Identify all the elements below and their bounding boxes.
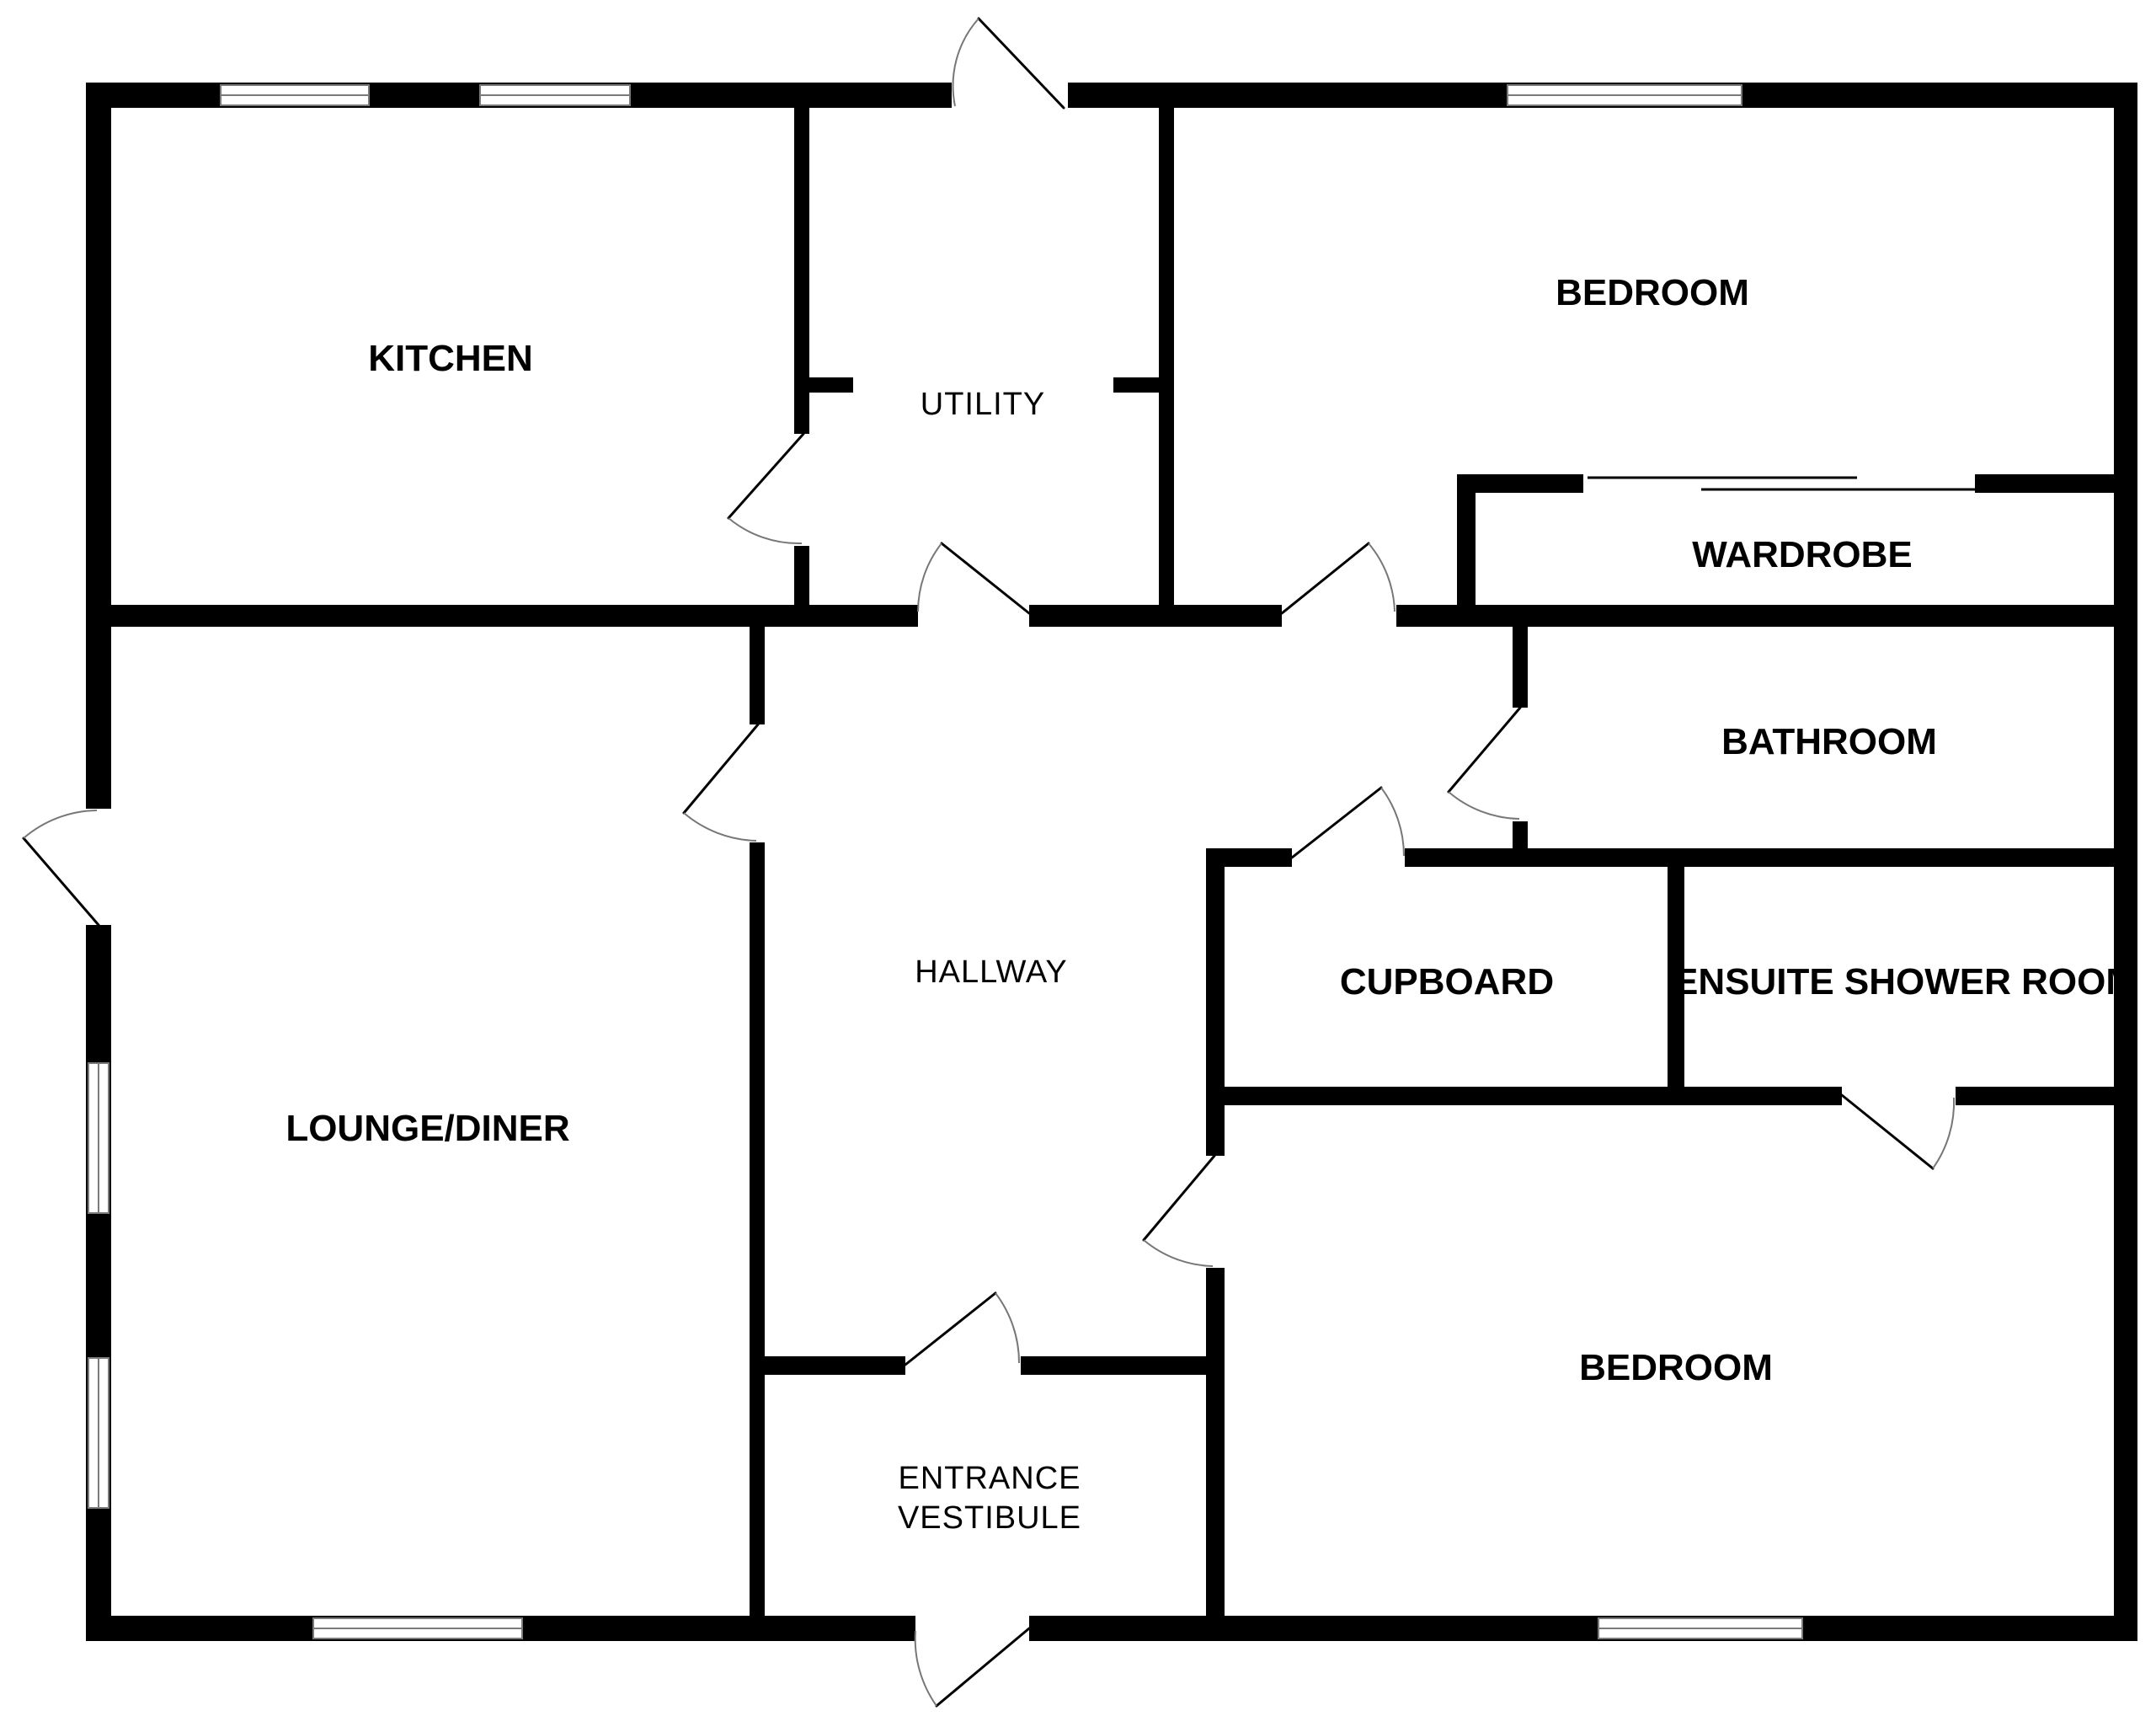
windows	[88, 84, 1803, 1639]
window-lounge-bottom	[312, 1617, 523, 1639]
wall-left-upper	[86, 83, 111, 809]
door-cupboard[interactable]	[1290, 786, 1405, 859]
door-hallway-lounge[interactable]	[682, 723, 760, 842]
wall-lounge-hall-upper	[750, 623, 765, 724]
room-label-bedroom-2: BEDROOM	[1579, 1347, 1773, 1388]
window-lounge-side-2	[88, 1357, 109, 1509]
window-bedroom-bottom	[1598, 1617, 1803, 1639]
room-labels: KITCHEN UTILITY BEDROOM WARDROBE BATHROO…	[286, 272, 2137, 1536]
wall-cupboard-ensuite	[1668, 858, 1684, 1100]
wall-wardrobe-left	[1457, 474, 1476, 617]
door-ensuite[interactable]	[1840, 1093, 1956, 1170]
door-hallway-bedroom[interactable]	[1142, 1154, 1216, 1267]
wall-left-lower	[86, 925, 111, 1641]
wall-cupboard-top-left	[1206, 848, 1292, 867]
wall-ensuite-bottom-right	[1956, 1087, 2137, 1105]
wall-utility-bedroom	[1159, 105, 1174, 612]
room-label-kitchen: KITCHEN	[368, 338, 533, 379]
door-kitchen-utility[interactable]	[727, 432, 805, 545]
room-label-utility: UTILITY	[921, 387, 1045, 422]
wall-kitchen-utility-upper	[794, 105, 809, 434]
room-label-entrance-line1: ENTRANCE	[898, 1461, 1081, 1496]
wall-utility-nib-left	[794, 377, 853, 393]
wall-cupboard-left	[1206, 848, 1225, 1156]
wall-lounge-hall-lower	[750, 842, 765, 1641]
room-label-entrance-line2: VESTIBULE	[898, 1500, 1081, 1536]
window-bedroom-top	[1507, 84, 1742, 106]
door-vestibule-hallway[interactable]	[904, 1291, 1021, 1366]
window-kitchen-1	[220, 84, 370, 106]
wall-kitchen-utility-lower	[794, 546, 809, 613]
wall-bottom-right	[1029, 1616, 2137, 1641]
wall-cupboard-top-right	[1405, 848, 2137, 867]
window-kitchen-2	[479, 84, 631, 106]
wall-hall-bedroom-lower	[1206, 1268, 1225, 1641]
wall-mid-2	[1029, 605, 1282, 627]
door-bedroom-hallway[interactable]	[1280, 542, 1396, 615]
interior-walls	[86, 105, 2137, 1641]
room-label-lounge: LOUNGE/DINER	[286, 1108, 569, 1149]
wall-mid-3	[1396, 605, 2137, 627]
door-bathroom[interactable]	[1447, 706, 1522, 820]
room-label-wardrobe: WARDROBE	[1692, 534, 1913, 575]
window-lounge-side-1	[88, 1062, 109, 1214]
door-utility-hallway[interactable]	[917, 542, 1031, 615]
door-front-entrance[interactable]	[914, 1627, 1031, 1708]
room-label-ensuite: ENSUITE SHOWER ROOM	[1673, 961, 2137, 1002]
wall-vestibule-top-right	[1021, 1356, 1214, 1375]
room-label-hallway: HALLWAY	[915, 954, 1068, 990]
door-lounge-side[interactable]	[22, 810, 100, 927]
wall-bathroom-left-lower	[1513, 821, 1528, 855]
room-label-bathroom: BATHROOM	[1721, 721, 1937, 762]
wall-mid-1	[86, 605, 918, 627]
wall-wardrobe-top-left	[1457, 474, 1583, 493]
wall-ensuite-bottom-left	[1206, 1087, 1842, 1105]
wall-vestibule-top-left	[750, 1356, 905, 1375]
wall-utility-nib-right	[1113, 377, 1172, 393]
ensuite-label-clip: ENSUITE SHOWER ROOM	[1673, 961, 2137, 1002]
wall-wardrobe-top-right	[1975, 474, 2137, 493]
wall-bathroom-left-upper	[1513, 623, 1528, 708]
room-label-cupboard: CUPBOARD	[1340, 961, 1554, 1002]
room-label-bedroom-1: BEDROOM	[1556, 272, 1749, 313]
doors	[22, 17, 1956, 1708]
door-back-utility[interactable]	[952, 17, 1065, 110]
